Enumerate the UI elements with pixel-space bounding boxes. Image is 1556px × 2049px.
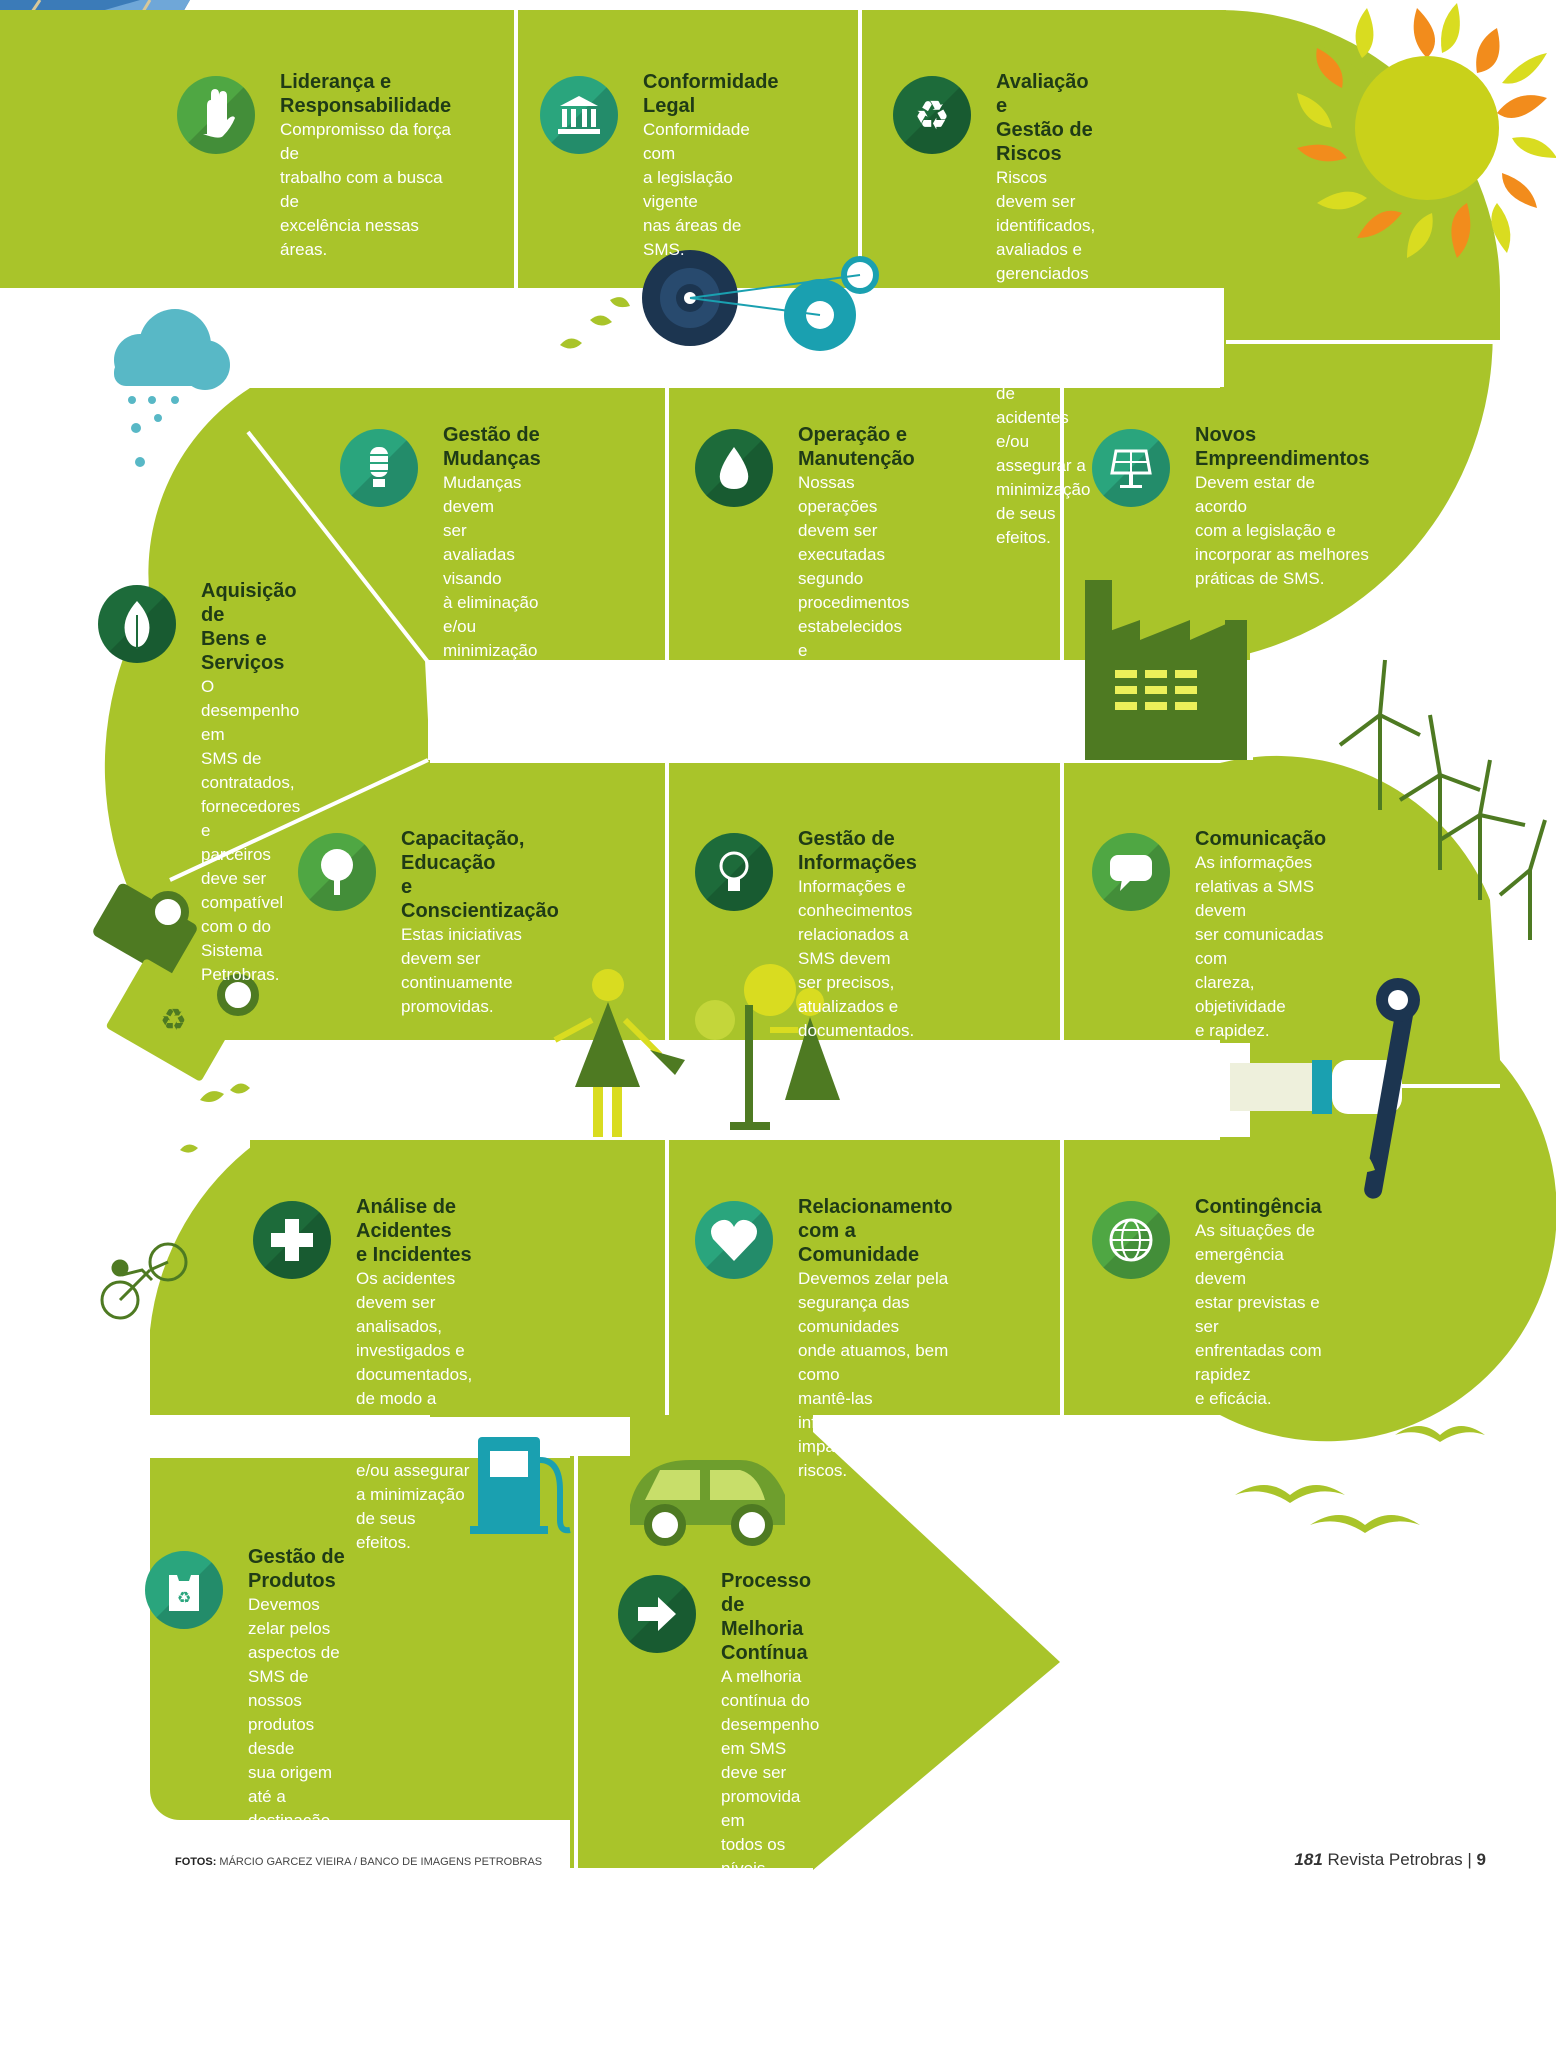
leaf-icon [98,585,176,663]
svg-text:♻: ♻ [177,1588,191,1607]
recycling-truck-illustration: ♻ [93,883,259,1153]
card-text: Avaliação e Gestão de Riscos Riscos deve… [996,70,1095,550]
card-description: Informações e conhecimentos relacionados… [798,877,915,1040]
infographic-artwork: ♻ [0,0,1556,1870]
card-text: Novos Empreendimentos Devem estar de aco… [1195,423,1369,591]
hand-wrench-illustration [1230,978,1420,1199]
card-description: O desempenho em SMS de contratados, forn… [201,677,301,984]
card-description: Devemos zelar pela segurança das comunid… [798,1269,949,1480]
card-title: Operação e Manutenção [798,424,915,470]
birds-illustration [1235,1426,1485,1533]
arrow-icon [618,1575,696,1653]
page-number: 9 [1476,1850,1486,1869]
sun-illustration [1297,3,1556,258]
card-description: Devemos zelar pelos aspectos de SMS de n… [248,1595,360,2046]
card-title: Análise de Acidentes e Incidentes [356,1196,472,1266]
solar-panel-icon [1092,429,1170,507]
card-title: Aquisição de Bens e Serviços [201,580,297,674]
card-title: Novos Empreendimentos [1195,424,1370,470]
card-title: Comunicação [1195,828,1327,850]
card-title: Capacitação, Educação e Conscientização [401,828,559,922]
people-planting-illustration [553,964,840,1137]
photo-credit-text: MÁRCIO GARCEZ VIEIRA / BANCO DE IMAGENS … [219,1856,543,1868]
photo-credit: FOTOS: MÁRCIO GARCEZ VIEIRA / BANCO DE I… [175,1856,542,1868]
card-title: Gestão de Informações [798,828,917,874]
globe-icon [1092,1201,1170,1279]
recycle-icon: ♻ [893,76,971,154]
card-title: Gestão de Produtos [248,1546,345,1592]
card-description: A melhoria contínua do desempenho em SMS… [721,1667,820,1878]
heart-icon [695,1201,773,1279]
gears-illustration [560,250,879,351]
page-footer: 181 Revista Petrobras | 9 [1294,1850,1486,1870]
factory-illustration [1085,551,1247,760]
tree-icon [298,833,376,911]
card-description: As situações de emergência devem estar p… [1195,1221,1322,1408]
footer-separator: | [1467,1850,1472,1869]
wind-turbines-illustration [1338,659,1547,940]
car-illustration [600,1460,785,1546]
lightbulb-icon [695,833,773,911]
card-description: Os acidentes devem ser analisados, inves… [356,1269,473,1552]
card-text: Análise de Acidentes e Incidentes Os aci… [356,1195,472,1555]
lightbulb-icon [340,429,418,507]
card-text: Conformidade Legal Conformidade com a le… [643,70,779,262]
card-description: As informações relativas a SMS devem ser… [1195,853,1324,1040]
card-description: Compromisso da força de trabalho com a b… [280,120,452,259]
card-title: Liderança e Responsabilidade [280,71,452,117]
speech-bubble-icon [1092,833,1170,911]
svg-text:♻: ♻ [160,1003,187,1038]
card-title: Conformidade Legal [643,71,779,117]
cyclist-illustration [100,1242,188,1320]
recycle-bag-icon: ♻ [145,1551,223,1629]
card-description: Conformidade com a legislação vigente na… [643,120,750,259]
card-title: Gestão de Mudanças [443,424,541,470]
card-title: Relacionamento com a Comunidade [798,1196,953,1266]
hand-icon [177,76,255,154]
card-description: Devem estar de acordo com a legislação e… [1195,473,1369,588]
water-drop-icon [695,429,773,507]
cross-icon [253,1201,331,1279]
rain-cloud-illustration [114,309,230,467]
card-text: Relacionamento com a Comunidade Devemos … [798,1195,952,1483]
card-text: Gestão de Informações Informações e conh… [798,827,917,1043]
card-text: Processo de Melhoria Contínua A melhoria… [721,1569,819,1881]
card-description: Riscos devem ser identificados, avaliado… [996,168,1096,547]
card-description: Estas iniciativas devem ser continuament… [401,925,522,1016]
card-text: Liderança e Responsabilidade Compromisso… [280,70,451,262]
card-title: Processo de Melhoria Contínua [721,1570,812,1664]
card-text: Operação e Manutenção Nossas operações d… [798,423,915,759]
card-description: Mudanças devem ser avaliadas visando à e… [443,473,540,756]
building-icon [540,76,618,154]
card-title: Avaliação e Gestão de Riscos [996,71,1093,165]
svg-text:♻: ♻ [914,93,950,139]
card-text: Gestão de Mudanças Mudanças devem ser av… [443,423,541,759]
card-text: Capacitação, Educação e Conscientização … [401,827,559,1019]
fuel-pump-illustration [470,1437,571,1534]
card-text: Contingência As situações de emergência … [1195,1195,1322,1411]
issue-number: 181 [1294,1850,1323,1869]
card-title: Contingência [1195,1196,1322,1218]
photo-credit-label: FOTOS: [175,1856,217,1868]
card-text: Aquisição de Bens e Serviços O desempenh… [201,579,300,987]
card-text: Comunicação As informações relativas a S… [1195,827,1326,1043]
card-text: Gestão de Produtos Devemos zelar pelos a… [248,1545,360,2049]
magazine-name: Revista Petrobras [1327,1850,1463,1869]
card-description: Nossas operações devem ser executadas se… [798,473,910,756]
